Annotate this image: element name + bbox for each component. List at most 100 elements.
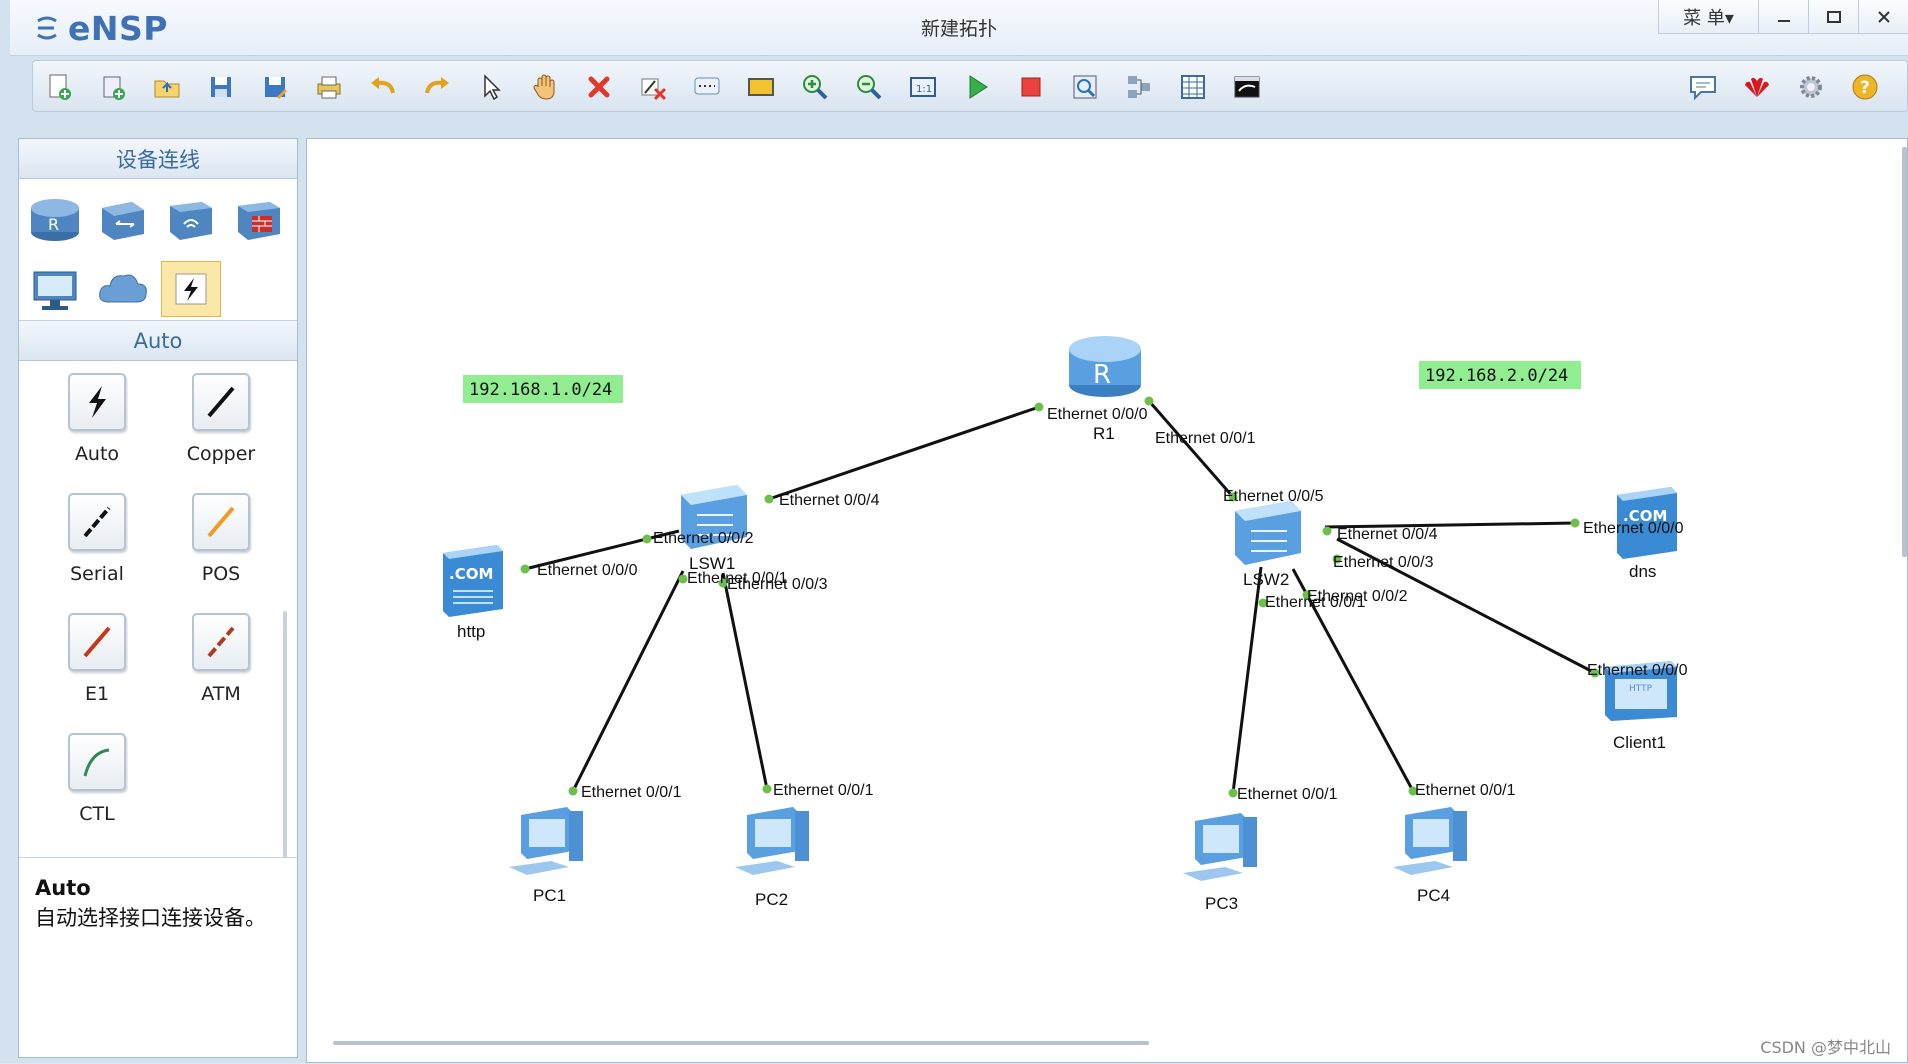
port-label: Ethernet 0/0/1 <box>1265 594 1366 611</box>
canvas-horizontal-scrollbar[interactable] <box>333 1041 1149 1045</box>
text-button[interactable] <box>689 69 725 105</box>
cable-label: ATM <box>201 683 241 705</box>
router-category[interactable]: R <box>25 191 85 247</box>
pan-button[interactable] <box>527 69 563 105</box>
close-button[interactable] <box>1858 0 1908 34</box>
link-lsw2-client1[interactable] <box>1336 537 1596 675</box>
start-button[interactable] <box>959 69 995 105</box>
cable-list-scrollbar[interactable] <box>283 611 287 1031</box>
delete-x-icon <box>588 76 610 98</box>
pc-category[interactable] <box>25 261 85 317</box>
network-label-text: 192.168.1.0/24 <box>469 380 612 400</box>
undo-icon <box>371 77 395 94</box>
link-lsw2-dns[interactable] <box>1324 521 1576 529</box>
svg-text:R: R <box>48 215 59 234</box>
toolbar: 1:1 ? <box>32 60 1908 112</box>
huawei-logo-icon <box>1745 77 1769 97</box>
network-label-1[interactable]: 192.168.1.0/24 <box>463 375 623 403</box>
device-panel: 设备连线 R Auto <box>18 138 298 1058</box>
topology-canvas[interactable]: 192.168.1.0/24 192.168.2.0/24 R R1 LSW1 <box>306 138 1908 1063</box>
redo-button[interactable] <box>419 69 455 105</box>
grid-button[interactable] <box>1175 69 1211 105</box>
cable-auto[interactable]: Auto <box>37 373 157 483</box>
console-button[interactable] <box>1229 69 1265 105</box>
wireless-category[interactable] <box>161 191 221 247</box>
server-http[interactable]: .COM http <box>443 545 503 641</box>
grid-table-icon <box>1181 75 1205 99</box>
zoom-in-button[interactable] <box>797 69 833 105</box>
pc-pc3[interactable]: PC3 <box>1183 813 1257 913</box>
minimize-button[interactable] <box>1758 0 1808 34</box>
capture-button[interactable] <box>1067 69 1103 105</box>
copper-cable-icon <box>207 386 235 418</box>
topology-button[interactable] <box>1121 69 1157 105</box>
link-lsw2-pc3[interactable] <box>1231 566 1263 794</box>
router-r1[interactable]: R R1 <box>1069 336 1141 443</box>
new-topology-button[interactable] <box>41 69 77 105</box>
link-lsw1-http[interactable] <box>524 529 680 571</box>
port-label: Ethernet 0/0/1 <box>581 784 682 801</box>
pc-pc2[interactable]: PC2 <box>735 807 809 909</box>
print-button[interactable] <box>311 69 347 105</box>
cable-e1[interactable]: E1 <box>37 613 157 723</box>
switch-lsw1[interactable]: LSW1 <box>681 485 747 573</box>
save-as-button[interactable] <box>257 69 293 105</box>
device-label: http <box>457 622 485 641</box>
chat-button[interactable] <box>1685 69 1721 105</box>
link-lsw1-pc1[interactable] <box>571 570 685 792</box>
router-icon: R <box>31 199 79 241</box>
cloud-category[interactable] <box>93 261 153 317</box>
cable-label: Copper <box>186 443 256 465</box>
cable-ctl[interactable]: CTL <box>37 733 157 843</box>
print-icon <box>317 76 341 99</box>
cable-copper[interactable]: Copper <box>161 373 281 483</box>
delete-button[interactable] <box>581 69 617 105</box>
firewall-category[interactable] <box>229 191 289 247</box>
minimize-icon <box>1777 19 1790 22</box>
help-button[interactable]: ? <box>1847 69 1883 105</box>
switch-category[interactable] <box>93 191 153 247</box>
link-r1-lsw2[interactable] <box>1147 400 1235 498</box>
serial-cable-icon <box>83 506 111 538</box>
auto-cable-icon <box>89 386 106 418</box>
switch-lsw2[interactable]: LSW2 <box>1235 501 1301 589</box>
canvas-vertical-scrollbar[interactable] <box>1902 147 1907 557</box>
network-label-2[interactable]: 192.168.2.0/24 <box>1419 361 1581 389</box>
menu-button[interactable]: 菜 单▾ <box>1658 0 1758 34</box>
description-title: Auto <box>35 876 91 900</box>
fit-screen-icon: 1:1 <box>910 77 936 97</box>
svg-text:1:1: 1:1 <box>916 84 932 95</box>
cloud-icon <box>99 274 147 303</box>
link-r1-lsw1[interactable] <box>768 405 1040 501</box>
device-label: LSW1 <box>689 554 735 573</box>
fit-screen-button[interactable]: 1:1 <box>905 69 941 105</box>
capture-icon <box>1073 75 1097 99</box>
pc-pc1[interactable]: PC1 <box>509 807 583 905</box>
server-dns[interactable]: .COM dns <box>1617 487 1677 581</box>
save-button[interactable] <box>203 69 239 105</box>
client-client1[interactable]: HTTP Client1 <box>1605 661 1677 752</box>
settings-button[interactable] <box>1793 69 1829 105</box>
cable-atm[interactable]: ATM <box>161 613 281 723</box>
delete-link-button[interactable] <box>635 69 671 105</box>
switch-icon <box>102 202 144 240</box>
auto-connect-category[interactable] <box>161 261 221 317</box>
undo-button[interactable] <box>365 69 401 105</box>
cable-serial[interactable]: Serial <box>37 493 157 603</box>
device-label: Client1 <box>1613 733 1666 752</box>
link-lsw2-pc4[interactable] <box>1291 568 1415 792</box>
pos-cable-icon <box>207 506 235 538</box>
maximize-button[interactable] <box>1808 0 1858 34</box>
open-button[interactable] <box>149 69 185 105</box>
select-button[interactable] <box>473 69 509 105</box>
zoom-out-button[interactable] <box>851 69 887 105</box>
pc-pc4[interactable]: PC4 <box>1393 807 1467 905</box>
new-example-button[interactable] <box>95 69 131 105</box>
topology-diagram[interactable]: 192.168.1.0/24 192.168.2.0/24 R R1 LSW1 <box>307 139 1908 1064</box>
link-lsw1-pc2[interactable] <box>721 572 769 790</box>
cable-pos[interactable]: POS <box>161 493 281 603</box>
stop-button[interactable] <box>1013 69 1049 105</box>
rectangle-button[interactable] <box>743 69 779 105</box>
huawei-button[interactable] <box>1739 69 1775 105</box>
pc-monitor-icon <box>33 271 77 310</box>
